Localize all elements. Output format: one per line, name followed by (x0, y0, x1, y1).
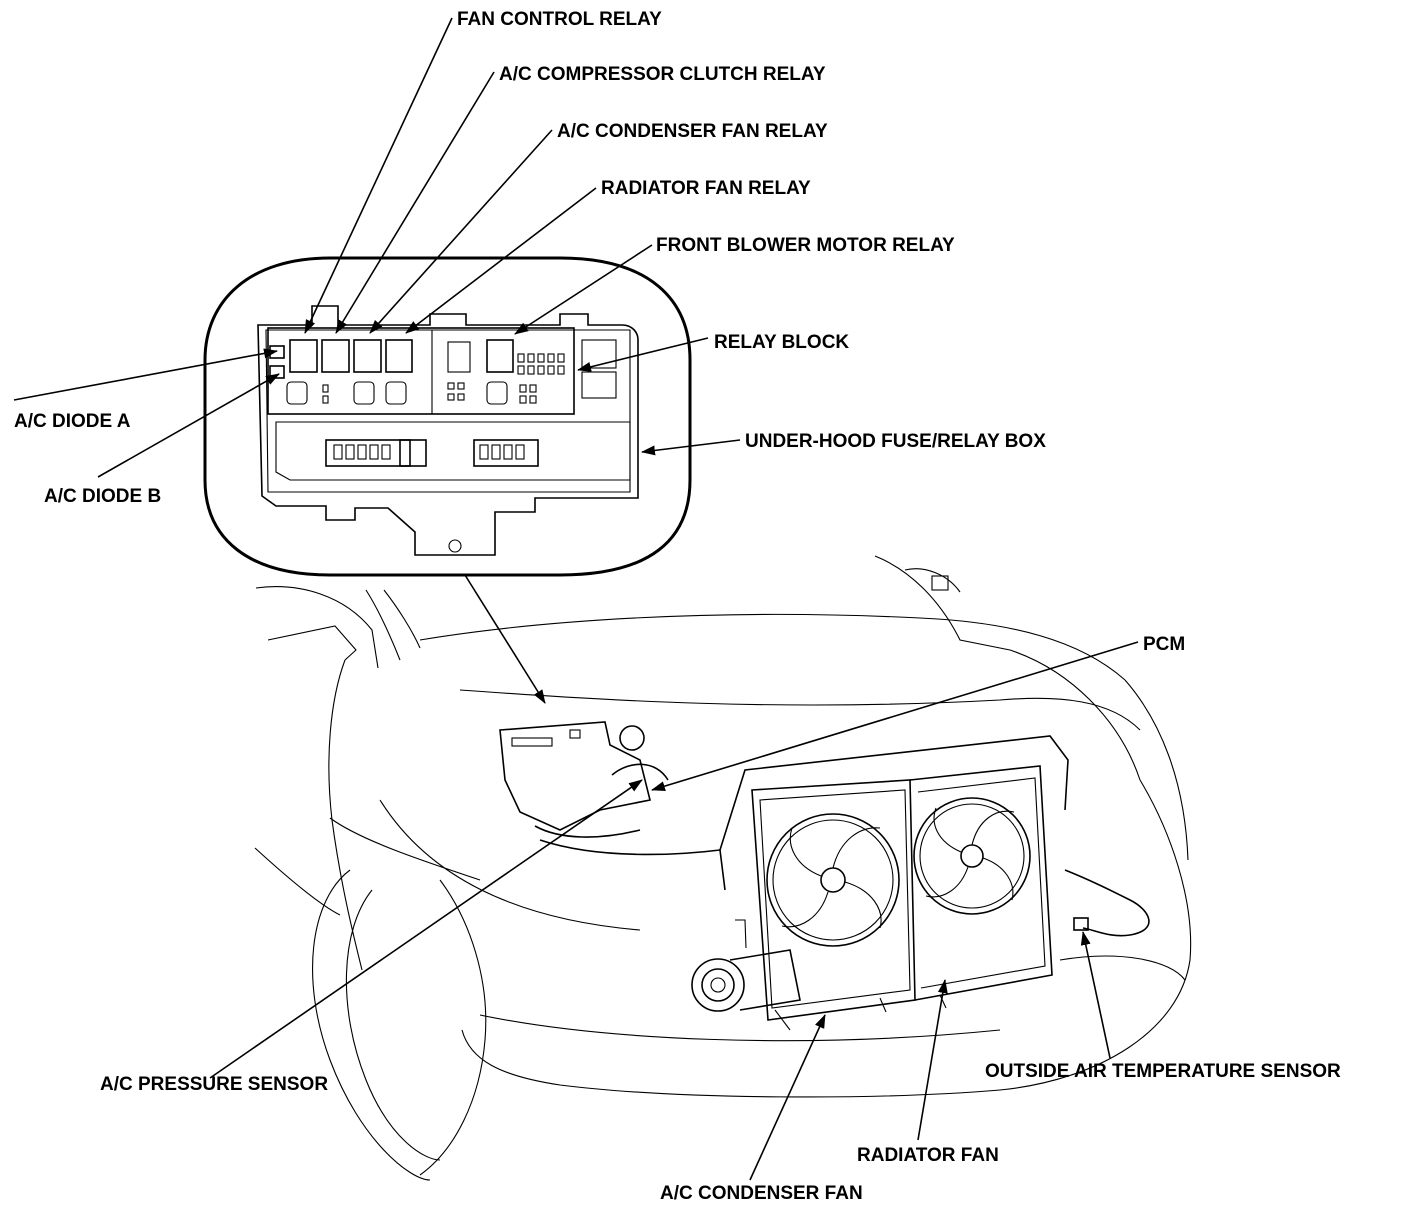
label-relay-block: RELAY BLOCK (714, 332, 849, 353)
label-ac-compressor-clutch-relay: A/C COMPRESSOR CLUTCH RELAY (499, 64, 826, 85)
ac-compressor-clutch-relay-shape (321, 339, 350, 373)
label-ac-diode-a: A/C DIODE A (14, 411, 131, 432)
labels: FAN CONTROL RELAY A/C COMPRESSOR CLUTCH … (14, 9, 1341, 1204)
label-ac-diode-b: A/C DIODE B (44, 486, 161, 507)
label-fan-control-relay: FAN CONTROL RELAY (457, 9, 662, 30)
condenser-fan-shroud (766, 813, 900, 947)
label-ac-condenser-fan-relay: A/C CONDENSER FAN RELAY (557, 121, 828, 142)
detail-bubble (203, 256, 692, 577)
label-front-blower-motor-relay: FRONT BLOWER MOTOR RELAY (656, 235, 955, 256)
label-radiator-fan-relay: RADIATOR FAN RELAY (601, 178, 811, 199)
under-hood-fuse-relay-box-drawing (257, 305, 639, 556)
ac-condenser-fan-relay-shape (353, 339, 382, 373)
label-under-hood-fuse-relay-box: UNDER-HOOD FUSE/RELAY BOX (745, 431, 1046, 452)
fan-control-relay-shape (289, 339, 318, 373)
radiator-fan-relay-shape (385, 339, 413, 373)
compressor-pulley (691, 958, 745, 1012)
front-blower-motor-relay-shape (486, 339, 514, 373)
radiator-fan-shroud (913, 797, 1031, 915)
ac-diode-b-shape (269, 365, 285, 379)
label-outside-air-temperature-sensor: OUTSIDE AIR TEMPERATURE SENSOR (985, 1061, 1341, 1082)
label-radiator-fan: RADIATOR FAN (857, 1145, 999, 1166)
label-pcm: PCM (1143, 634, 1185, 655)
vehicle-drawing (254, 555, 1192, 1181)
label-ac-condenser-fan: A/C CONDENSER FAN (660, 1183, 863, 1204)
label-ac-pressure-sensor: A/C PRESSURE SENSOR (100, 1074, 328, 1095)
leader-lines (13, 17, 1139, 1181)
relay-block-drawing (267, 327, 575, 415)
